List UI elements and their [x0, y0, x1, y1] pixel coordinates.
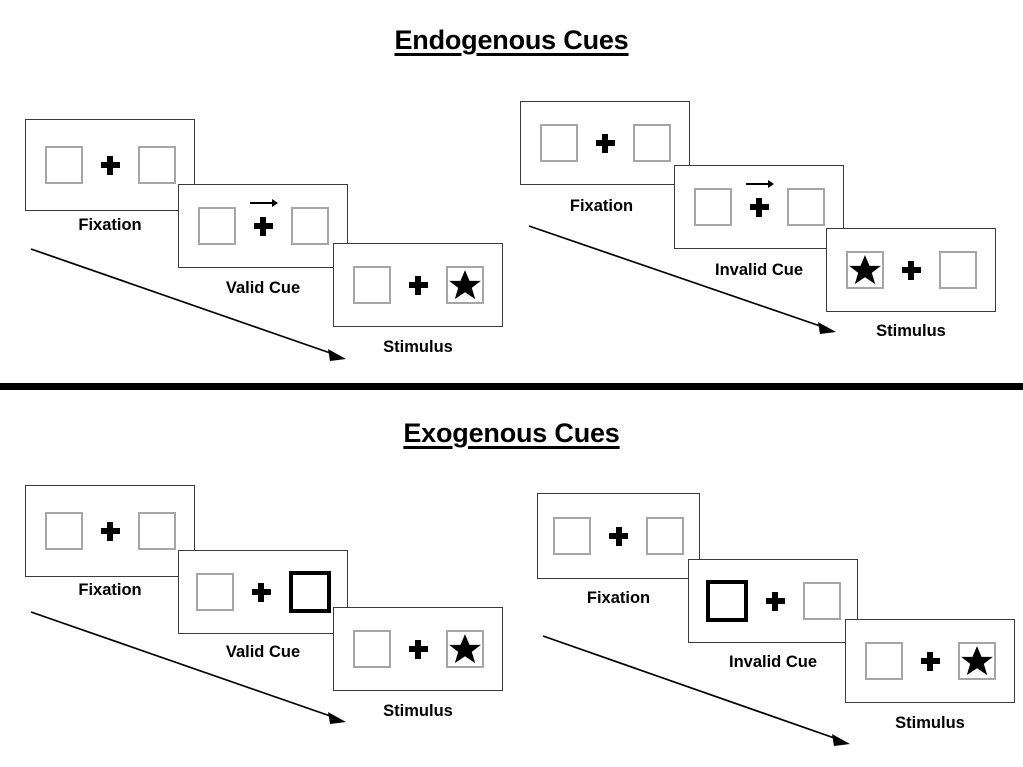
frame-label-invalid-cue: Invalid Cue — [714, 261, 804, 279]
frame-label-valid-cue: Valid Cue — [225, 279, 301, 297]
plus-icon — [100, 521, 120, 541]
frame-exogenous-valid-stimulus — [333, 607, 503, 691]
left-placeholder-box — [44, 512, 83, 550]
plus-icon — [100, 155, 120, 175]
frame-endogenous-invalid-cue — [674, 165, 844, 249]
frame-exogenous-invalid-stimulus — [845, 619, 1015, 703]
frame-label-fixation: Fixation — [586, 589, 651, 607]
right-target-box — [445, 630, 484, 668]
plus-icon — [408, 639, 428, 659]
frame-exogenous-valid-cue — [178, 550, 348, 634]
right-target-box — [957, 642, 996, 680]
left-placeholder-box — [539, 124, 578, 162]
frame-label-fixation: Fixation — [569, 197, 634, 215]
plus-icon — [920, 651, 940, 671]
frame-label-stimulus: Stimulus — [383, 702, 453, 720]
diagonal-arrow-icon-endogenous-invalid — [528, 225, 836, 334]
cue-slot — [765, 591, 785, 611]
left-placeholder-box — [195, 573, 234, 611]
cue-slot — [609, 526, 628, 546]
star-icon — [448, 270, 481, 300]
cue-slot — [100, 155, 120, 175]
diagonal-arrow-icon-endogenous-valid — [30, 248, 346, 361]
right-placeholder-box — [632, 124, 671, 162]
frame-label-fixation: Fixation — [78, 216, 142, 234]
left-placeholder-box — [864, 642, 903, 680]
right-placeholder-box — [137, 512, 176, 550]
cue-slot — [408, 275, 428, 295]
plus-icon — [251, 582, 271, 602]
frame-content — [44, 146, 176, 184]
frame-content — [352, 266, 484, 304]
frame-label-invalid-cue: Invalid Cue — [728, 653, 818, 671]
frame-content — [352, 630, 484, 668]
diagonal-arrow-icon-exogenous-invalid — [542, 635, 850, 746]
plus-icon — [901, 260, 921, 280]
frame-exogenous-invalid-cue — [688, 559, 858, 643]
cue-slot — [100, 521, 120, 541]
right-placeholder-box — [137, 146, 176, 184]
frame-label-stimulus: Stimulus — [383, 338, 453, 356]
right-cued-box — [288, 571, 331, 613]
right-placeholder-box — [802, 582, 841, 620]
frame-content — [693, 179, 825, 226]
arrow-right-icon — [249, 198, 278, 207]
frame-exogenous-invalid-fixation — [537, 493, 700, 579]
left-placeholder-box — [693, 188, 732, 226]
frame-content — [197, 198, 329, 245]
frame-endogenous-valid-cue — [178, 184, 348, 268]
plus-icon — [765, 591, 785, 611]
frame-endogenous-valid-stimulus — [333, 243, 503, 327]
cue-slot — [745, 179, 774, 217]
frame-endogenous-valid-fixation — [25, 119, 195, 211]
left-placeholder-box — [352, 266, 391, 304]
frame-exogenous-valid-fixation — [25, 485, 195, 577]
right-placeholder-box — [646, 517, 684, 555]
left-target-box — [845, 251, 884, 289]
cue-slot — [249, 198, 278, 236]
left-cued-box — [705, 580, 748, 622]
left-placeholder-box — [44, 146, 83, 184]
plus-icon — [408, 275, 428, 295]
cue-slot — [901, 260, 921, 280]
cue-slot — [408, 639, 428, 659]
frame-endogenous-invalid-fixation — [520, 101, 690, 185]
right-target-box — [445, 266, 484, 304]
plus-icon — [609, 526, 628, 546]
plus-icon — [595, 133, 615, 153]
frame-label-stimulus: Stimulus — [876, 322, 946, 340]
cue-slot — [595, 133, 615, 153]
star-icon — [448, 634, 481, 664]
plus-icon — [749, 197, 769, 217]
plus-icon — [253, 216, 273, 236]
frame-content — [705, 580, 841, 622]
arrow-right-icon — [745, 179, 774, 188]
frame-label-stimulus: Stimulus — [895, 714, 965, 732]
frame-label-valid-cue: Valid Cue — [225, 643, 301, 661]
frame-content — [845, 251, 977, 289]
left-placeholder-box — [197, 207, 236, 245]
frame-content — [553, 517, 684, 555]
frame-content — [864, 642, 996, 680]
diagonal-arrow-icon-exogenous-valid — [30, 611, 346, 724]
right-placeholder-box — [938, 251, 977, 289]
left-placeholder-box — [553, 517, 591, 555]
cue-slot — [251, 582, 271, 602]
star-icon — [848, 255, 881, 285]
frame-endogenous-invalid-stimulus — [826, 228, 996, 312]
right-placeholder-box — [786, 188, 825, 226]
star-icon — [960, 646, 993, 676]
section-title-endogenous: Endogenous Cues — [394, 25, 629, 55]
frame-content — [44, 512, 176, 550]
frame-content — [195, 571, 331, 613]
right-placeholder-box — [290, 207, 329, 245]
frame-label-fixation: Fixation — [78, 581, 142, 599]
section-divider — [0, 383, 1023, 390]
left-placeholder-box — [352, 630, 391, 668]
cue-slot — [920, 651, 940, 671]
frame-content — [539, 124, 671, 162]
section-title-exogenous: Exogenous Cues — [403, 418, 620, 448]
